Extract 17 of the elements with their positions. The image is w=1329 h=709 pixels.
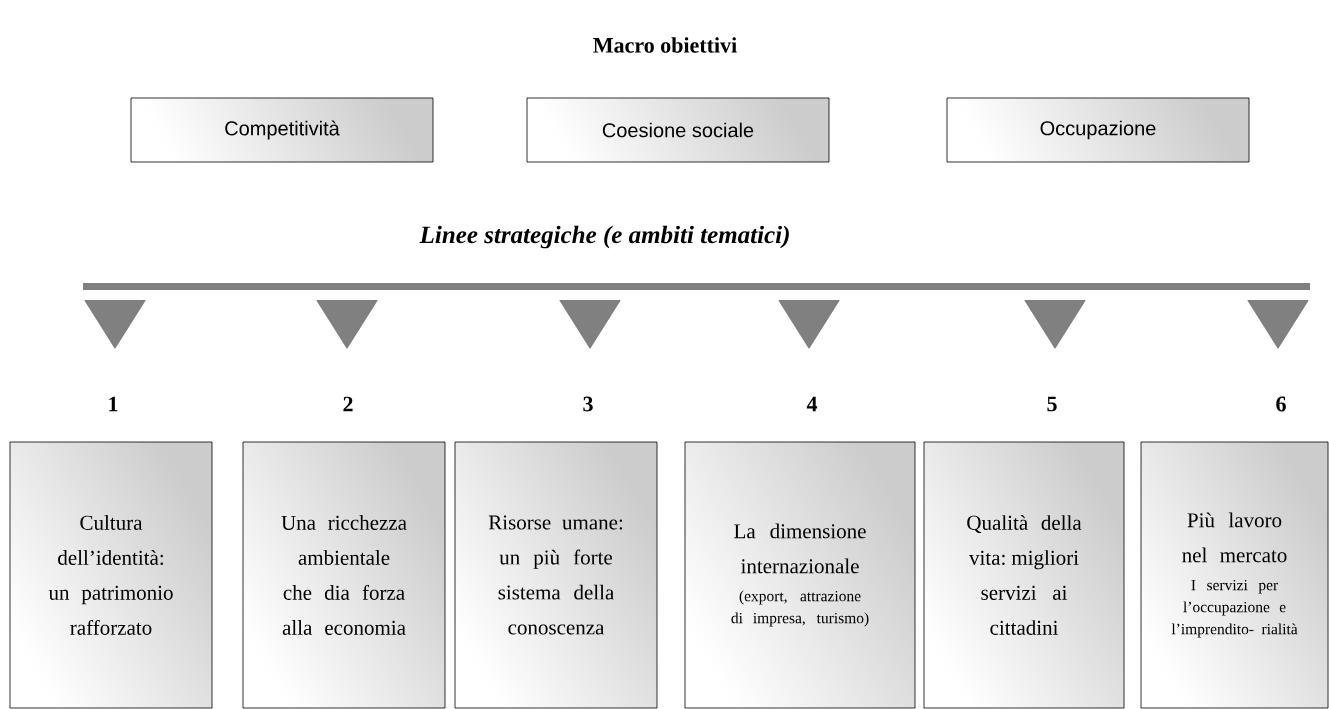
strategy-box: Risorse umane: un più forte sistema della conoscenza — [454, 441, 658, 709]
line-number: 3 — [583, 396, 593, 412]
strategy-box: Più lavoro nel mercato I servizi per l’occupazione e l’imprendito- rialità — [1140, 441, 1329, 709]
section-heading: Linee strategiche (e ambiti tematici) — [419, 225, 789, 249]
line-number: 4 — [806, 396, 818, 412]
strategy-box: Qualità della vita: migliori servizi ai cittadini — [923, 441, 1125, 709]
line-number: 6 — [1276, 396, 1286, 412]
strategy-box: Una ricchezza ambientale che dia forza alla economia — [242, 441, 446, 709]
strategy-box: La dimensione internazionale (export, attrazione di impresa, turismo) — [684, 441, 916, 709]
objective-box: Occupazione — [946, 97, 1250, 163]
title: Macro obiettivi — [593, 37, 737, 53]
objective-box: Coesione sociale — [526, 97, 830, 163]
line-number: 2 — [343, 396, 353, 412]
strategy-box: Cultura dell’identità: un patrimonio rafforzato — [9, 441, 213, 709]
objective-box: Competitività — [130, 97, 434, 163]
line-number: 1 — [109, 396, 118, 412]
line-number: 5 — [1047, 396, 1057, 412]
